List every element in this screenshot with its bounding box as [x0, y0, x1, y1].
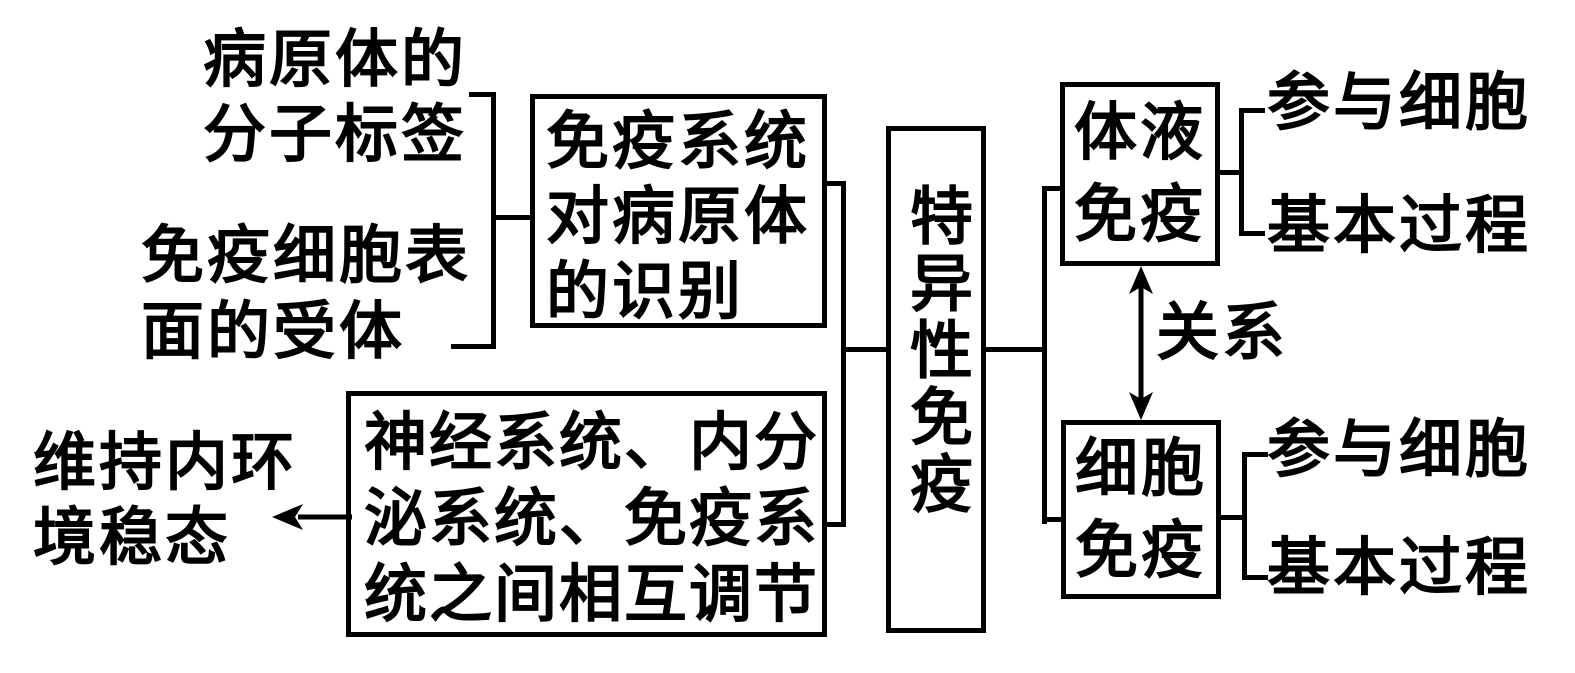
- bracket-humoral-vertical: [1239, 108, 1244, 236]
- bracket-humoral-top-tick: [1243, 108, 1265, 113]
- trunk-left-vertical: [841, 181, 846, 527]
- connector-trunk-to-cellular: [1045, 517, 1065, 522]
- homeostasis-arrow: [272, 504, 352, 530]
- bracket-cellular-top-tick: [1246, 452, 1268, 457]
- trunk-right-vertical: [1042, 186, 1047, 524]
- humoral-basic-process-label: 基本过程: [1267, 191, 1531, 261]
- connector-trunk-to-central: [844, 347, 888, 352]
- cellular-participating-cells-label: 参与细胞: [1267, 415, 1531, 485]
- bracket-cellular-bottom-tick: [1246, 575, 1268, 580]
- recognition-box-label: 免疫系统 对病原体 的识别: [546, 107, 810, 327]
- connector-central-to-trunk-right: [984, 347, 1046, 352]
- connector-trunk-to-humoral: [1045, 186, 1063, 191]
- cellular-immunity-box: 细胞 免疫: [1061, 420, 1221, 599]
- regulation-box: 神经系统、内分 泌系统、免疫系 统之间相互调节: [346, 391, 827, 637]
- humoral-immunity-box: 体液 免疫: [1060, 82, 1220, 266]
- relation-label: 关系: [1156, 298, 1288, 368]
- pathogen-tag-label: 病原体的 分子标签: [203, 25, 467, 170]
- bracket-left-bottom-tick: [451, 344, 496, 349]
- connector-regulation-to-trunk: [826, 522, 844, 527]
- bracket-left-top-tick: [469, 92, 496, 97]
- bracket-humoral-bottom-tick: [1243, 231, 1265, 236]
- specific-immunity-box: 特异性免疫: [886, 126, 986, 633]
- bracket-left-vertical: [491, 92, 496, 349]
- cellular-basic-process-label: 基本过程: [1267, 533, 1531, 603]
- connector-humoral-to-bracket: [1218, 170, 1244, 175]
- recognition-box: 免疫系统 对病原体 的识别: [530, 94, 827, 328]
- homeostasis-label: 维持内环 境稳态: [33, 428, 297, 573]
- specific-immunity-label: 特异性免疫: [901, 183, 971, 518]
- cellular-immunity-label: 细胞 免疫: [1075, 433, 1207, 586]
- bracket-cellular-vertical: [1242, 452, 1247, 580]
- immune-receptor-label: 免疫细胞表 面的受体: [141, 221, 471, 367]
- relation-double-arrow: [1129, 266, 1153, 420]
- humoral-participating-cells-label: 参与细胞: [1267, 68, 1531, 138]
- bracket-left-connector: [495, 215, 532, 220]
- connector-recognition-to-trunk: [826, 181, 844, 186]
- connector-cellular-to-bracket: [1219, 515, 1245, 520]
- humoral-immunity-label: 体液 免疫: [1074, 98, 1206, 250]
- regulation-box-label: 神经系统、内分 泌系统、免疫系 统之间相互调节: [364, 408, 819, 630]
